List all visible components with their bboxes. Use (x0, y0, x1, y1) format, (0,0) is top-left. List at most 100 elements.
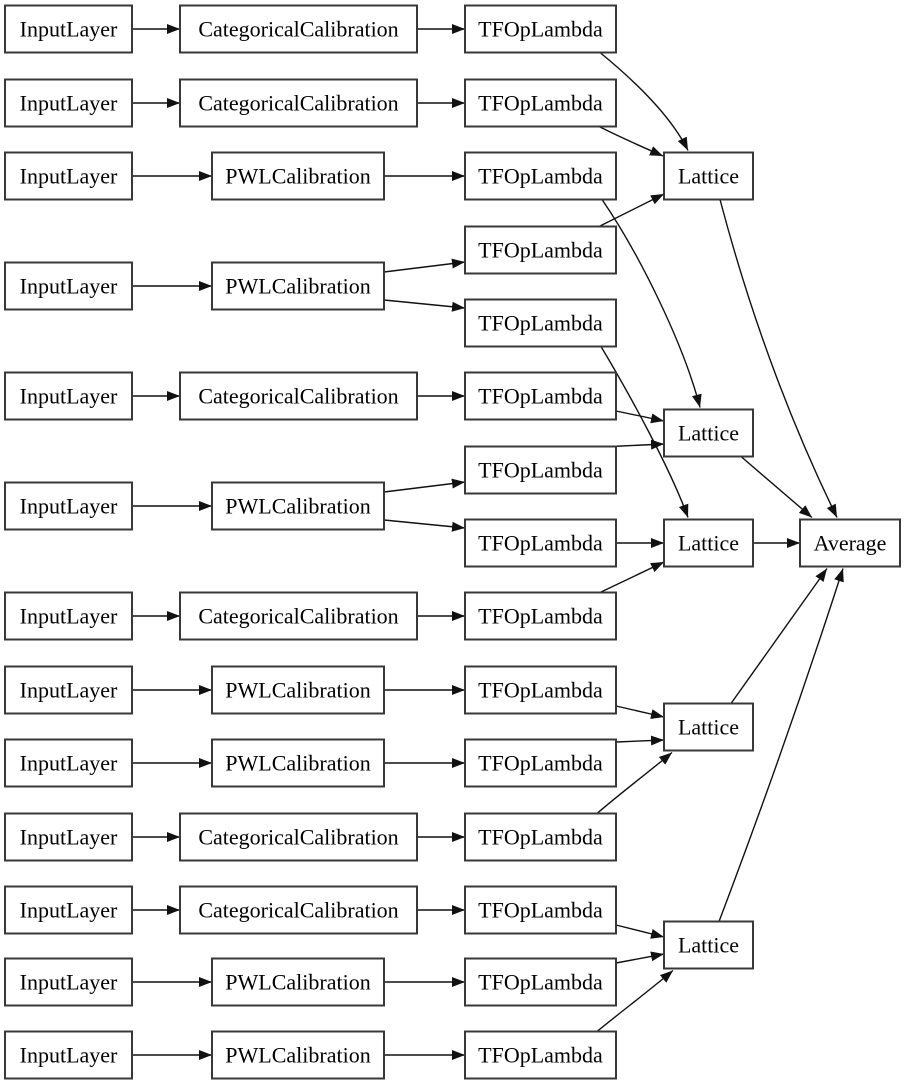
node-in12-input-layer: InputLayer (4, 957, 133, 1007)
edge-l1-to-avg (719, 199, 838, 518)
categorical-calibration-label: CategoricalCalibration (198, 897, 398, 922)
node-t7-tfop-lambda: TFOpLambda (464, 591, 617, 641)
tfop-lambda-box (464, 298, 617, 348)
tfop-lambda-label: TFOpLambda (478, 750, 603, 775)
tfop-lambda-label: TFOpLambda (478, 383, 603, 408)
tfop-lambda-box (464, 445, 617, 495)
pwl-calibration-box (211, 1030, 385, 1080)
node-c12-pwl-calibration: PWLCalibration (211, 957, 385, 1007)
lattice-label: Lattice (678, 530, 739, 555)
edge-c6-to-t6a (383, 478, 466, 493)
pwl-calibration-label: PWLCalibration (225, 677, 370, 702)
input-layer-box (4, 481, 133, 531)
tfop-lambda-box (464, 371, 617, 421)
tfop-lambda-label: TFOpLambda (478, 310, 603, 335)
input-layer-label: InputLayer (20, 90, 118, 115)
node-in10-input-layer: InputLayer (4, 812, 133, 862)
edge-t13-to-l5 (596, 969, 674, 1033)
edge-t4a-to-l1 (598, 193, 665, 228)
tfop-lambda-label: TFOpLambda (478, 457, 603, 482)
categorical-calibration-label: CategoricalCalibration (198, 824, 398, 849)
node-avg-average: Average (799, 518, 901, 568)
node-c2-categorical-calibration: CategoricalCalibration (179, 78, 418, 128)
tfop-lambda-label: TFOpLambda (478, 237, 603, 262)
edge-c6-to-t6b (383, 519, 466, 532)
node-c6-pwl-calibration: PWLCalibration (211, 481, 385, 531)
node-l5-lattice: Lattice (663, 920, 754, 970)
edge-t9-to-l4 (615, 735, 665, 746)
node-l3-lattice: Lattice (663, 518, 754, 568)
input-layer-box (4, 957, 133, 1007)
lattice-label: Lattice (678, 932, 739, 957)
node-in7-input-layer: InputLayer (4, 591, 133, 641)
edge-l2-to-avg (740, 455, 813, 519)
average-label: Average (814, 530, 887, 555)
input-layer-box (4, 1030, 133, 1080)
tfop-lambda-label: TFOpLambda (478, 897, 603, 922)
node-in6-input-layer: InputLayer (4, 481, 133, 531)
input-layer-label: InputLayer (20, 969, 118, 994)
node-t3-tfop-lambda: TFOpLambda (464, 151, 617, 201)
tfop-lambda-label: TFOpLambda (478, 90, 603, 115)
input-layer-label: InputLayer (20, 493, 118, 518)
edge-t2-to-l1 (598, 125, 664, 157)
tfop-lambda-label: TFOpLambda (478, 163, 603, 188)
tfop-lambda-box (464, 151, 617, 201)
node-c5-categorical-calibration: CategoricalCalibration (179, 371, 418, 421)
node-t8-tfop-lambda: TFOpLambda (464, 665, 617, 715)
lattice-box (663, 518, 754, 568)
average-box (799, 518, 901, 568)
node-t12-tfop-lambda: TFOpLambda (464, 957, 617, 1007)
node-in2-input-layer: InputLayer (4, 78, 133, 128)
node-c9-pwl-calibration: PWLCalibration (211, 738, 385, 788)
pwl-calibration-label: PWLCalibration (225, 969, 370, 994)
tfop-lambda-label: TFOpLambda (478, 530, 603, 555)
node-l4-lattice: Lattice (663, 702, 754, 752)
input-layer-box (4, 151, 133, 201)
input-layer-label: InputLayer (20, 383, 118, 408)
categorical-calibration-label: CategoricalCalibration (198, 603, 398, 628)
node-t13-tfop-lambda: TFOpLambda (464, 1030, 617, 1080)
tfop-lambda-label: TFOpLambda (478, 677, 603, 702)
input-layer-label: InputLayer (20, 1042, 118, 1067)
input-layer-label: InputLayer (20, 677, 118, 702)
edge-t7-to-l3 (599, 561, 665, 594)
edge-c4-to-t4a (383, 258, 466, 273)
tfop-lambda-box (464, 4, 617, 54)
node-in5-input-layer: InputLayer (4, 371, 133, 421)
input-layer-box (4, 591, 133, 641)
tfop-lambda-box (464, 885, 617, 935)
node-t6a-tfop-lambda: TFOpLambda (464, 445, 617, 495)
node-t10-tfop-lambda: TFOpLambda (464, 812, 617, 862)
lattice-box (663, 920, 754, 970)
node-in8-input-layer: InputLayer (4, 665, 133, 715)
categorical-calibration-box (179, 371, 418, 421)
node-t9-tfop-lambda: TFOpLambda (464, 738, 617, 788)
input-layer-box (4, 78, 133, 128)
edge-t1-to-l1 (599, 51, 689, 151)
input-layer-label: InputLayer (20, 273, 118, 298)
categorical-calibration-box (179, 78, 418, 128)
pwl-calibration-label: PWLCalibration (225, 273, 370, 298)
categorical-calibration-label: CategoricalCalibration (198, 90, 398, 115)
edge-t4b-to-l3 (600, 346, 689, 518)
node-t4b-tfop-lambda: TFOpLambda (464, 298, 617, 348)
tfop-lambda-box (464, 518, 617, 568)
tfop-lambda-label: TFOpLambda (478, 16, 603, 41)
pwl-calibration-label: PWLCalibration (225, 750, 370, 775)
pwl-calibration-box (211, 151, 385, 201)
categorical-calibration-label: CategoricalCalibration (198, 16, 398, 41)
tfop-lambda-label: TFOpLambda (478, 603, 603, 628)
input-layer-box (4, 371, 133, 421)
node-t2-tfop-lambda: TFOpLambda (464, 78, 617, 128)
tfop-lambda-box (464, 1030, 617, 1080)
categorical-calibration-box (179, 4, 418, 54)
input-layer-label: InputLayer (20, 750, 118, 775)
edge-c4-to-t4b (383, 299, 466, 312)
categorical-calibration-label: CategoricalCalibration (198, 383, 398, 408)
node-layer: InputLayerInputLayerInputLayerInputLayer… (4, 4, 901, 1080)
lattice-label: Lattice (678, 420, 739, 445)
edge-t10-to-l4 (596, 751, 673, 815)
categorical-calibration-box (179, 885, 418, 935)
